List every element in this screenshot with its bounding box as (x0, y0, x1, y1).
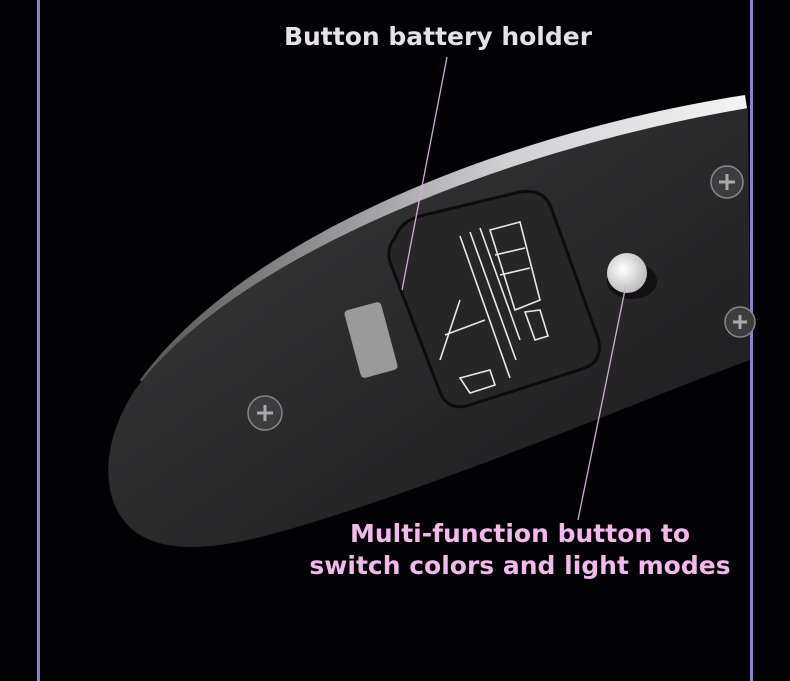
button-label: Multi-function button to switch colors a… (280, 518, 760, 582)
frame-line-right (750, 0, 753, 681)
battery-holder-label: Button battery holder (283, 22, 593, 51)
battery-leader-line (401, 56, 448, 291)
button-label-line2: switch colors and light modes (309, 551, 731, 580)
brand-logo (439, 221, 549, 394)
screw-icon (247, 165, 756, 431)
battery-holder (344, 189, 601, 409)
button-leader-line (577, 284, 627, 521)
multi-function-button (607, 253, 657, 299)
button-label-line1: Multi-function button to (349, 519, 691, 548)
frame-line-left (37, 0, 40, 681)
